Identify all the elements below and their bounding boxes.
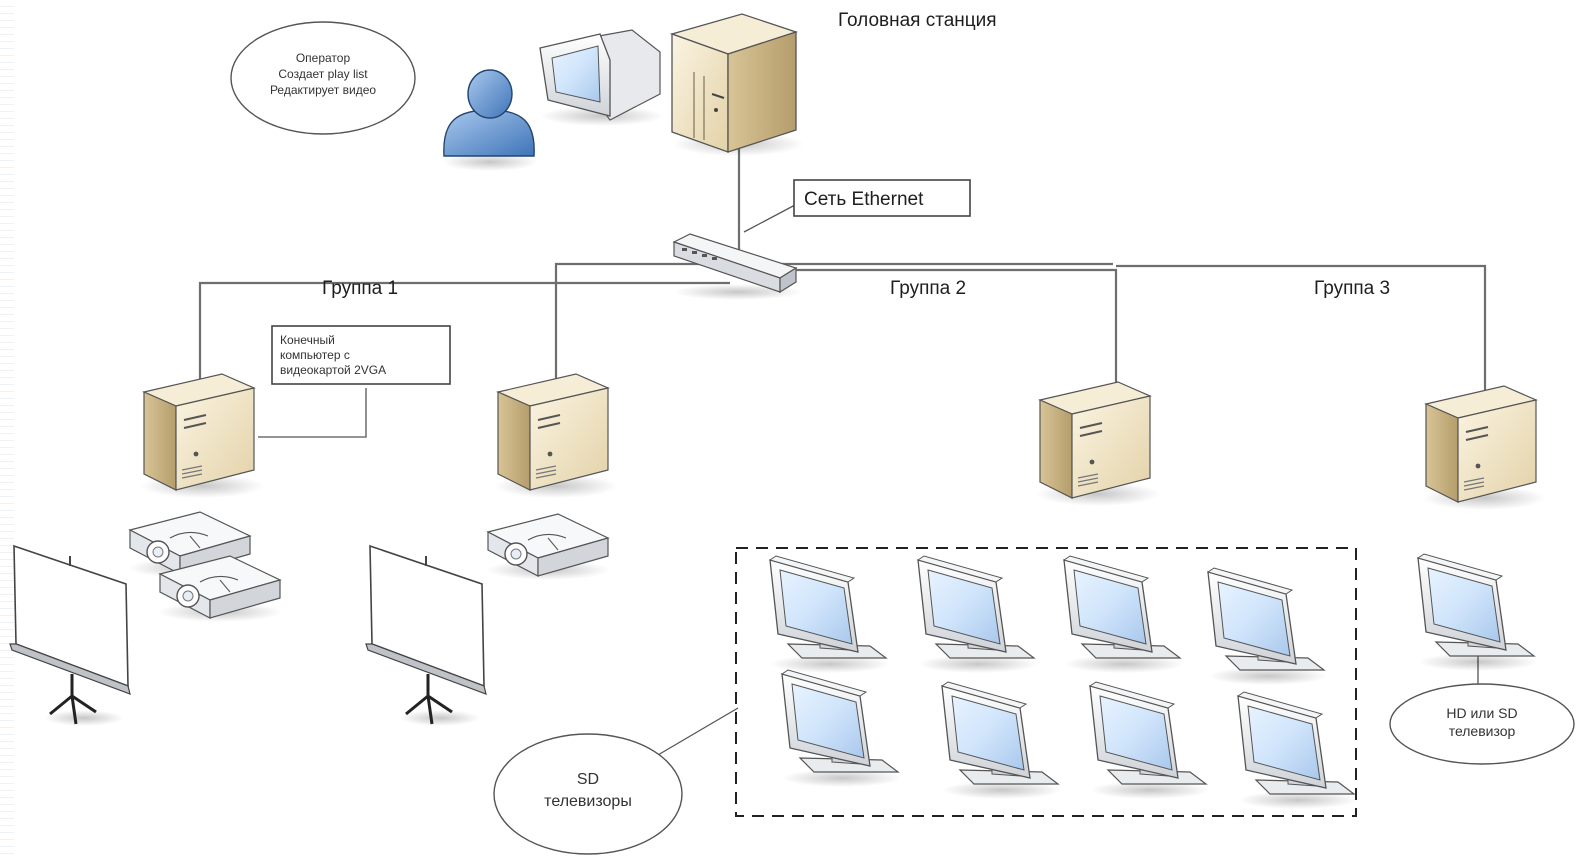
person-icon	[442, 69, 538, 171]
network-switch-icon	[672, 233, 802, 300]
sd-tv-icon-7	[1089, 681, 1211, 800]
ethernet-callout-line	[743, 204, 796, 233]
group-3-cable	[1116, 264, 1487, 442]
endpoint-note-line-2: компьютер с	[280, 348, 350, 362]
group-1-computer-b-icon	[493, 373, 619, 499]
endpoint-callout-line	[258, 388, 367, 438]
sd-tv-icon-1	[769, 555, 891, 674]
group-2-cable	[780, 268, 1118, 430]
head-station-title: Головная станция	[838, 10, 997, 31]
crt-monitor-icon	[539, 29, 664, 126]
group-1-cable-a	[198, 281, 730, 425]
hd-tv-label-line-1: HD или SD	[1446, 705, 1517, 721]
operator-note-line-3: Редактирует видео	[270, 83, 376, 97]
sd-tv-icon-6	[941, 681, 1063, 800]
sd-tv-group-frame	[735, 547, 1357, 817]
sd-tv-bubble: SD телевизоры	[493, 733, 683, 855]
sd-tv-icon-5	[781, 669, 903, 788]
endpoint-note-line-1: Конечный	[280, 333, 335, 347]
group-3-computer-icon	[1421, 385, 1547, 511]
group-1-cable-b	[554, 262, 1113, 425]
operator-note-line-2: Создает play list	[278, 67, 368, 81]
projection-screen-icon-2	[364, 544, 488, 728]
group-2-computer-icon	[1035, 381, 1161, 507]
sd-tv-callout-line	[645, 707, 739, 763]
sd-tv-icon-8	[1237, 691, 1359, 810]
projection-screen-icon-1	[8, 544, 132, 728]
hd-tv-label-line-2: телевизор	[1449, 723, 1516, 739]
ethernet-label-box: Сеть Ethernet	[793, 179, 971, 217]
sd-tv-icon-4	[1207, 567, 1329, 686]
sd-tv-icon-3	[1063, 555, 1185, 674]
sd-tv-icon-2	[917, 555, 1039, 674]
operator-bubble: Оператор Создает play list Редактирует в…	[230, 21, 416, 135]
ethernet-label: Сеть Ethernet	[804, 189, 924, 210]
sd-tv-label-line-1: SD	[577, 771, 599, 788]
group-1-computer-a-icon	[139, 373, 265, 499]
head-station-server-icon	[669, 13, 804, 156]
projector-icon-3	[485, 513, 611, 581]
endpoint-note-box: Конечный компьютер с видеокартой 2VGA	[271, 325, 451, 385]
group-1-label: Группа 1	[322, 278, 398, 299]
group-2-label: Группа 2	[890, 278, 966, 299]
hd-tv-bubble: HD или SD телевизор	[1389, 683, 1575, 765]
sd-tv-label-line-2: телевизоры	[544, 793, 632, 810]
operator-note-line-1: Оператор	[296, 51, 351, 65]
hd-tv-icon	[1417, 553, 1539, 672]
group-3-label: Группа 3	[1314, 278, 1390, 299]
endpoint-note-line-3: видеокартой 2VGA	[280, 363, 386, 377]
